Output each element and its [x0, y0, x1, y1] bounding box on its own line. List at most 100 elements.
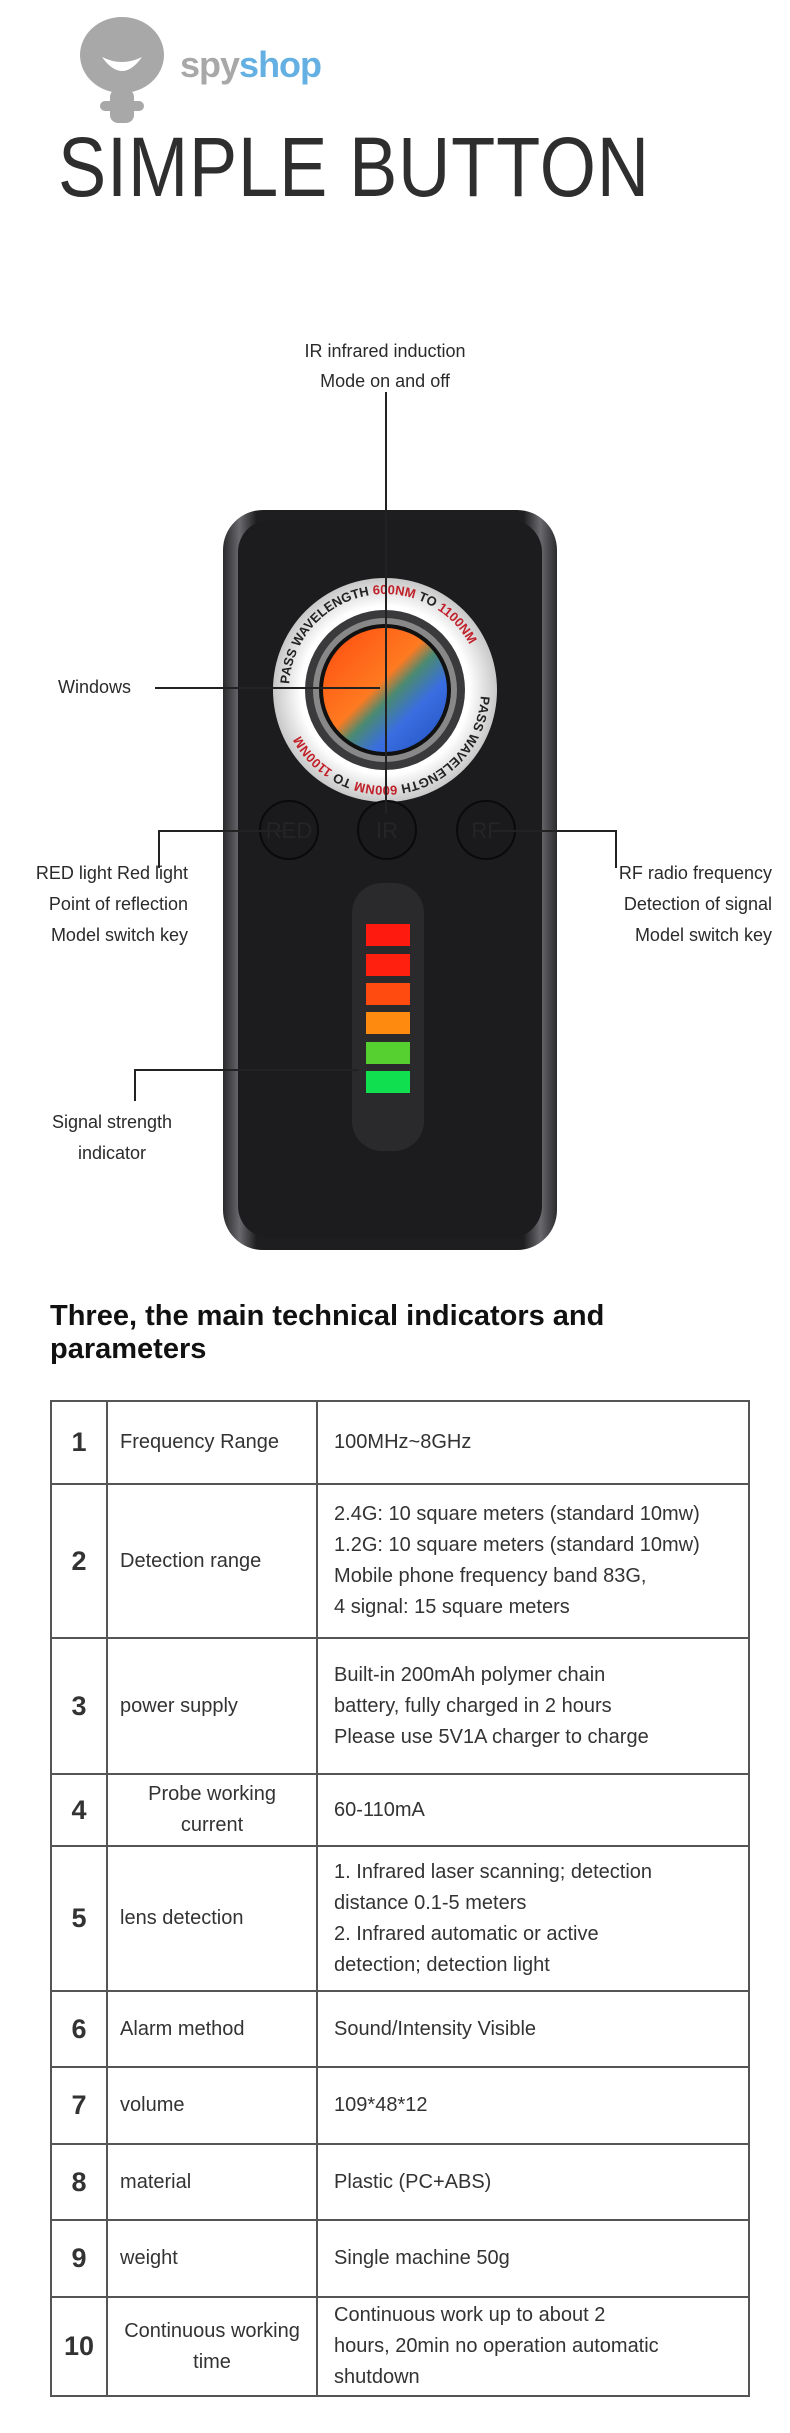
callout-ir-line1: IR infrared induction: [304, 341, 466, 361]
watermark-spy: spy: [180, 44, 240, 85]
spec-value-line: Built-in 200mAh polymer chain: [334, 1663, 606, 1686]
callout-rf: RF radio frequency Detection of signal M…: [560, 858, 772, 951]
ring-text: PASS WAVELENGTH 600NM TO 1100NM: [277, 582, 480, 684]
spec-value-line: Mobile phone frequency band 83G,: [334, 1565, 647, 1587]
led-segment: [366, 1012, 410, 1034]
spec-value-line: 100MHz~8GHz: [334, 1431, 472, 1453]
signal-leader-v: [134, 1069, 136, 1101]
spec-value-line: 109*48*12: [334, 2094, 428, 2116]
spec-value: 2.4G: 10 square meters (standard 10mw) 1.…: [316, 1483, 750, 1639]
spec-name: Frequency Range: [106, 1400, 319, 1485]
callout-rf-line1: RF radio frequency: [618, 863, 772, 883]
section-heading: Three, the main technical indicators and…: [50, 1300, 605, 1365]
spec-name: material: [106, 2143, 319, 2221]
led-segment: [366, 1042, 410, 1064]
rf-leader-v: [615, 830, 617, 868]
spec-name: lens detection: [106, 1845, 319, 1992]
spec-value-line: 1.2G: 10 square meters (standard 10mw): [334, 1534, 700, 1556]
mascot-icon: [80, 17, 164, 123]
spec-number: 2: [49, 1483, 109, 1639]
led-segment: [366, 983, 410, 1005]
callout-signal-line1: Signal strength: [51, 1112, 173, 1132]
spec-value-line: 2. Infrared automatic or active: [334, 1922, 599, 1945]
mode-buttons: RED IR RF: [259, 800, 516, 860]
signal-leader-h: [134, 1069, 359, 1071]
spec-name: Alarm method: [106, 1990, 319, 2068]
spec-value-line: detection; detection light: [334, 1953, 550, 1976]
rf-leader-h: [490, 830, 616, 832]
spec-value: 60-110mA: [316, 1773, 750, 1847]
spec-value-line: distance 0.1-5 meters: [334, 1891, 527, 1914]
spec-value-line: Plastic (PC+ABS): [334, 2170, 492, 2193]
spec-number: 6: [49, 1990, 109, 2068]
spec-value: Single machine 50g: [316, 2219, 750, 2298]
spec-value: Continuous work up to about 2 hours, 20mi…: [316, 2296, 750, 2397]
spec-value: 109*48*12: [316, 2066, 750, 2145]
ir-button-label: IR: [376, 818, 398, 843]
red-leader-v: [158, 830, 160, 868]
spec-number: 5: [49, 1845, 109, 1992]
spec-value-line: Continuous work up to about 2: [334, 2304, 606, 2326]
spec-value: 1. Infrared laser scanning; detection dis…: [316, 1845, 750, 1992]
spec-value: 100MHz~8GHz: [316, 1400, 750, 1485]
ring-text-2: PASS WAVELENGTH 600NM TO 1100NM: [290, 696, 493, 798]
spec-value-line: 2.4G: 10 square meters (standard 10mw): [334, 1503, 700, 1525]
spec-number: 4: [49, 1773, 109, 1847]
ir-leader-line: [385, 392, 387, 814]
led-segment: [366, 954, 410, 976]
spec-name: weight: [106, 2219, 319, 2298]
spec-value-line: Please use 5V1A charger to charge: [334, 1725, 649, 1748]
spec-value: Built-in 200mAh polymer chain battery, fu…: [316, 1637, 750, 1775]
spec-value-line: shutdown: [334, 2366, 420, 2388]
callout-red-line1: RED light Red light: [35, 863, 188, 883]
spec-number: 10: [49, 2296, 109, 2397]
spec-name: Detection range: [106, 1483, 319, 1639]
watermark-shop: shop: [239, 44, 322, 85]
spec-value-line: Sound/Intensity Visible: [334, 2017, 537, 2040]
spec-number: 7: [49, 2066, 109, 2145]
spec-number: 1: [49, 1400, 109, 1485]
callout-ir: IR infrared induction Mode on and off: [285, 336, 485, 396]
spec-value-line: hours, 20min no operation automatic: [334, 2335, 659, 2357]
page-title: SIMPLE BUTTON: [58, 120, 650, 214]
spec-name: Probe working current: [106, 1773, 319, 1847]
spec-name: power supply: [106, 1637, 319, 1775]
callout-signal: Signal strength indicator: [12, 1107, 212, 1169]
spec-name: volume: [106, 2066, 319, 2145]
led-segment: [366, 924, 410, 946]
spec-value-line: 1. Infrared laser scanning; detection: [334, 1860, 653, 1883]
callout-red-line3: Model switch key: [50, 925, 188, 945]
spec-number: 3: [49, 1637, 109, 1775]
spec-number: 9: [49, 2219, 109, 2298]
spec-value-line: battery, fully charged in 2 hours: [334, 1694, 612, 1717]
spec-value: Sound/Intensity Visible: [316, 1990, 750, 2068]
signal-leds: [366, 924, 410, 1093]
callout-ir-line2: Mode on and off: [320, 371, 450, 391]
spec-value: Plastic (PC+ABS): [316, 2143, 750, 2221]
spec-value-line: Single machine 50g: [334, 2247, 510, 2269]
watermark-logo: spyshop: [30, 15, 390, 127]
spec-name: Continuous working time: [106, 2296, 319, 2397]
spec-value-line: 60-110mA: [334, 1798, 425, 1821]
led-segment: [366, 1071, 410, 1093]
red-leader-h: [158, 830, 285, 832]
windows-leader-line: [155, 687, 380, 689]
callout-windows: Windows: [58, 677, 132, 697]
spec-value-line: 4 signal: 15 square meters: [334, 1596, 570, 1618]
callout-red: RED light Red light Point of reflection …: [0, 858, 188, 951]
callout-rf-line3: Model switch key: [634, 925, 772, 945]
spec-number: 8: [49, 2143, 109, 2221]
callout-red-line2: Point of reflection: [48, 894, 188, 914]
callout-signal-line2: indicator: [77, 1143, 147, 1163]
